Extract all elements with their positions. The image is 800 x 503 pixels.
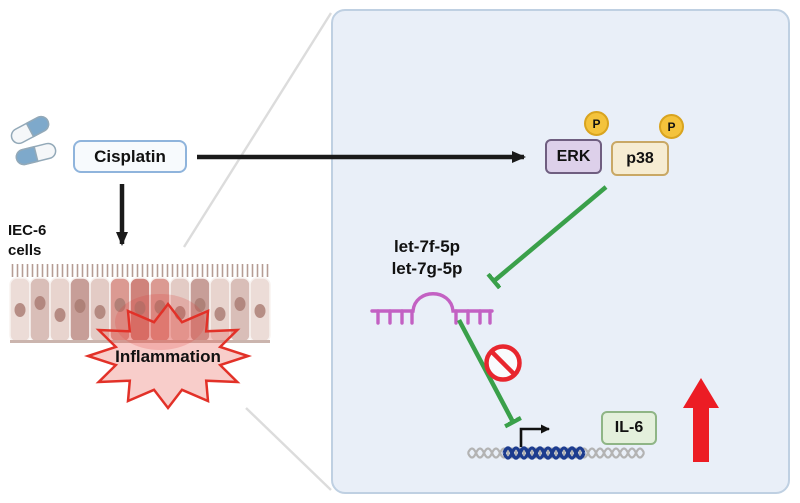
cisplatin-label: Cisplatin (73, 140, 187, 173)
inflammation-label: Inflammation (115, 347, 221, 366)
prohibition-sign-icon (484, 344, 522, 382)
p38-box: p38 (611, 141, 669, 176)
epithelium-icon (9, 264, 271, 350)
il6-box: IL-6 (601, 411, 657, 445)
cell-line-word: cells (8, 241, 42, 259)
mirna-hairpin-icon (370, 292, 494, 325)
capsule-icon (10, 115, 57, 166)
dna-icon (466, 446, 646, 460)
upregulation-arrow-icon (683, 378, 719, 462)
transcription-start-arrow (519, 424, 550, 447)
erk-box: ERK (545, 139, 602, 174)
phospho-badge-icon: P (659, 114, 684, 139)
inhibition-tbar-erk-to-mirna (494, 185, 608, 281)
mirna-label-let7f: let-7f-5p (393, 237, 461, 256)
phospho-badge-icon: P (584, 111, 609, 136)
mirna-label-let7g: let-7g-5p (391, 258, 463, 278)
cell-line-name: IEC-6 (8, 222, 47, 239)
cell-line-label: IEC-6 cells (8, 221, 46, 260)
mirna-labels: let-7f-5p let-7g-5p (360, 236, 494, 280)
cell-interior-panel (331, 9, 790, 494)
zoom-callout-lines (182, 12, 333, 491)
inflammation-burst-icon (83, 301, 253, 411)
inhibition-tbar-mirna-to-gene (457, 318, 513, 422)
